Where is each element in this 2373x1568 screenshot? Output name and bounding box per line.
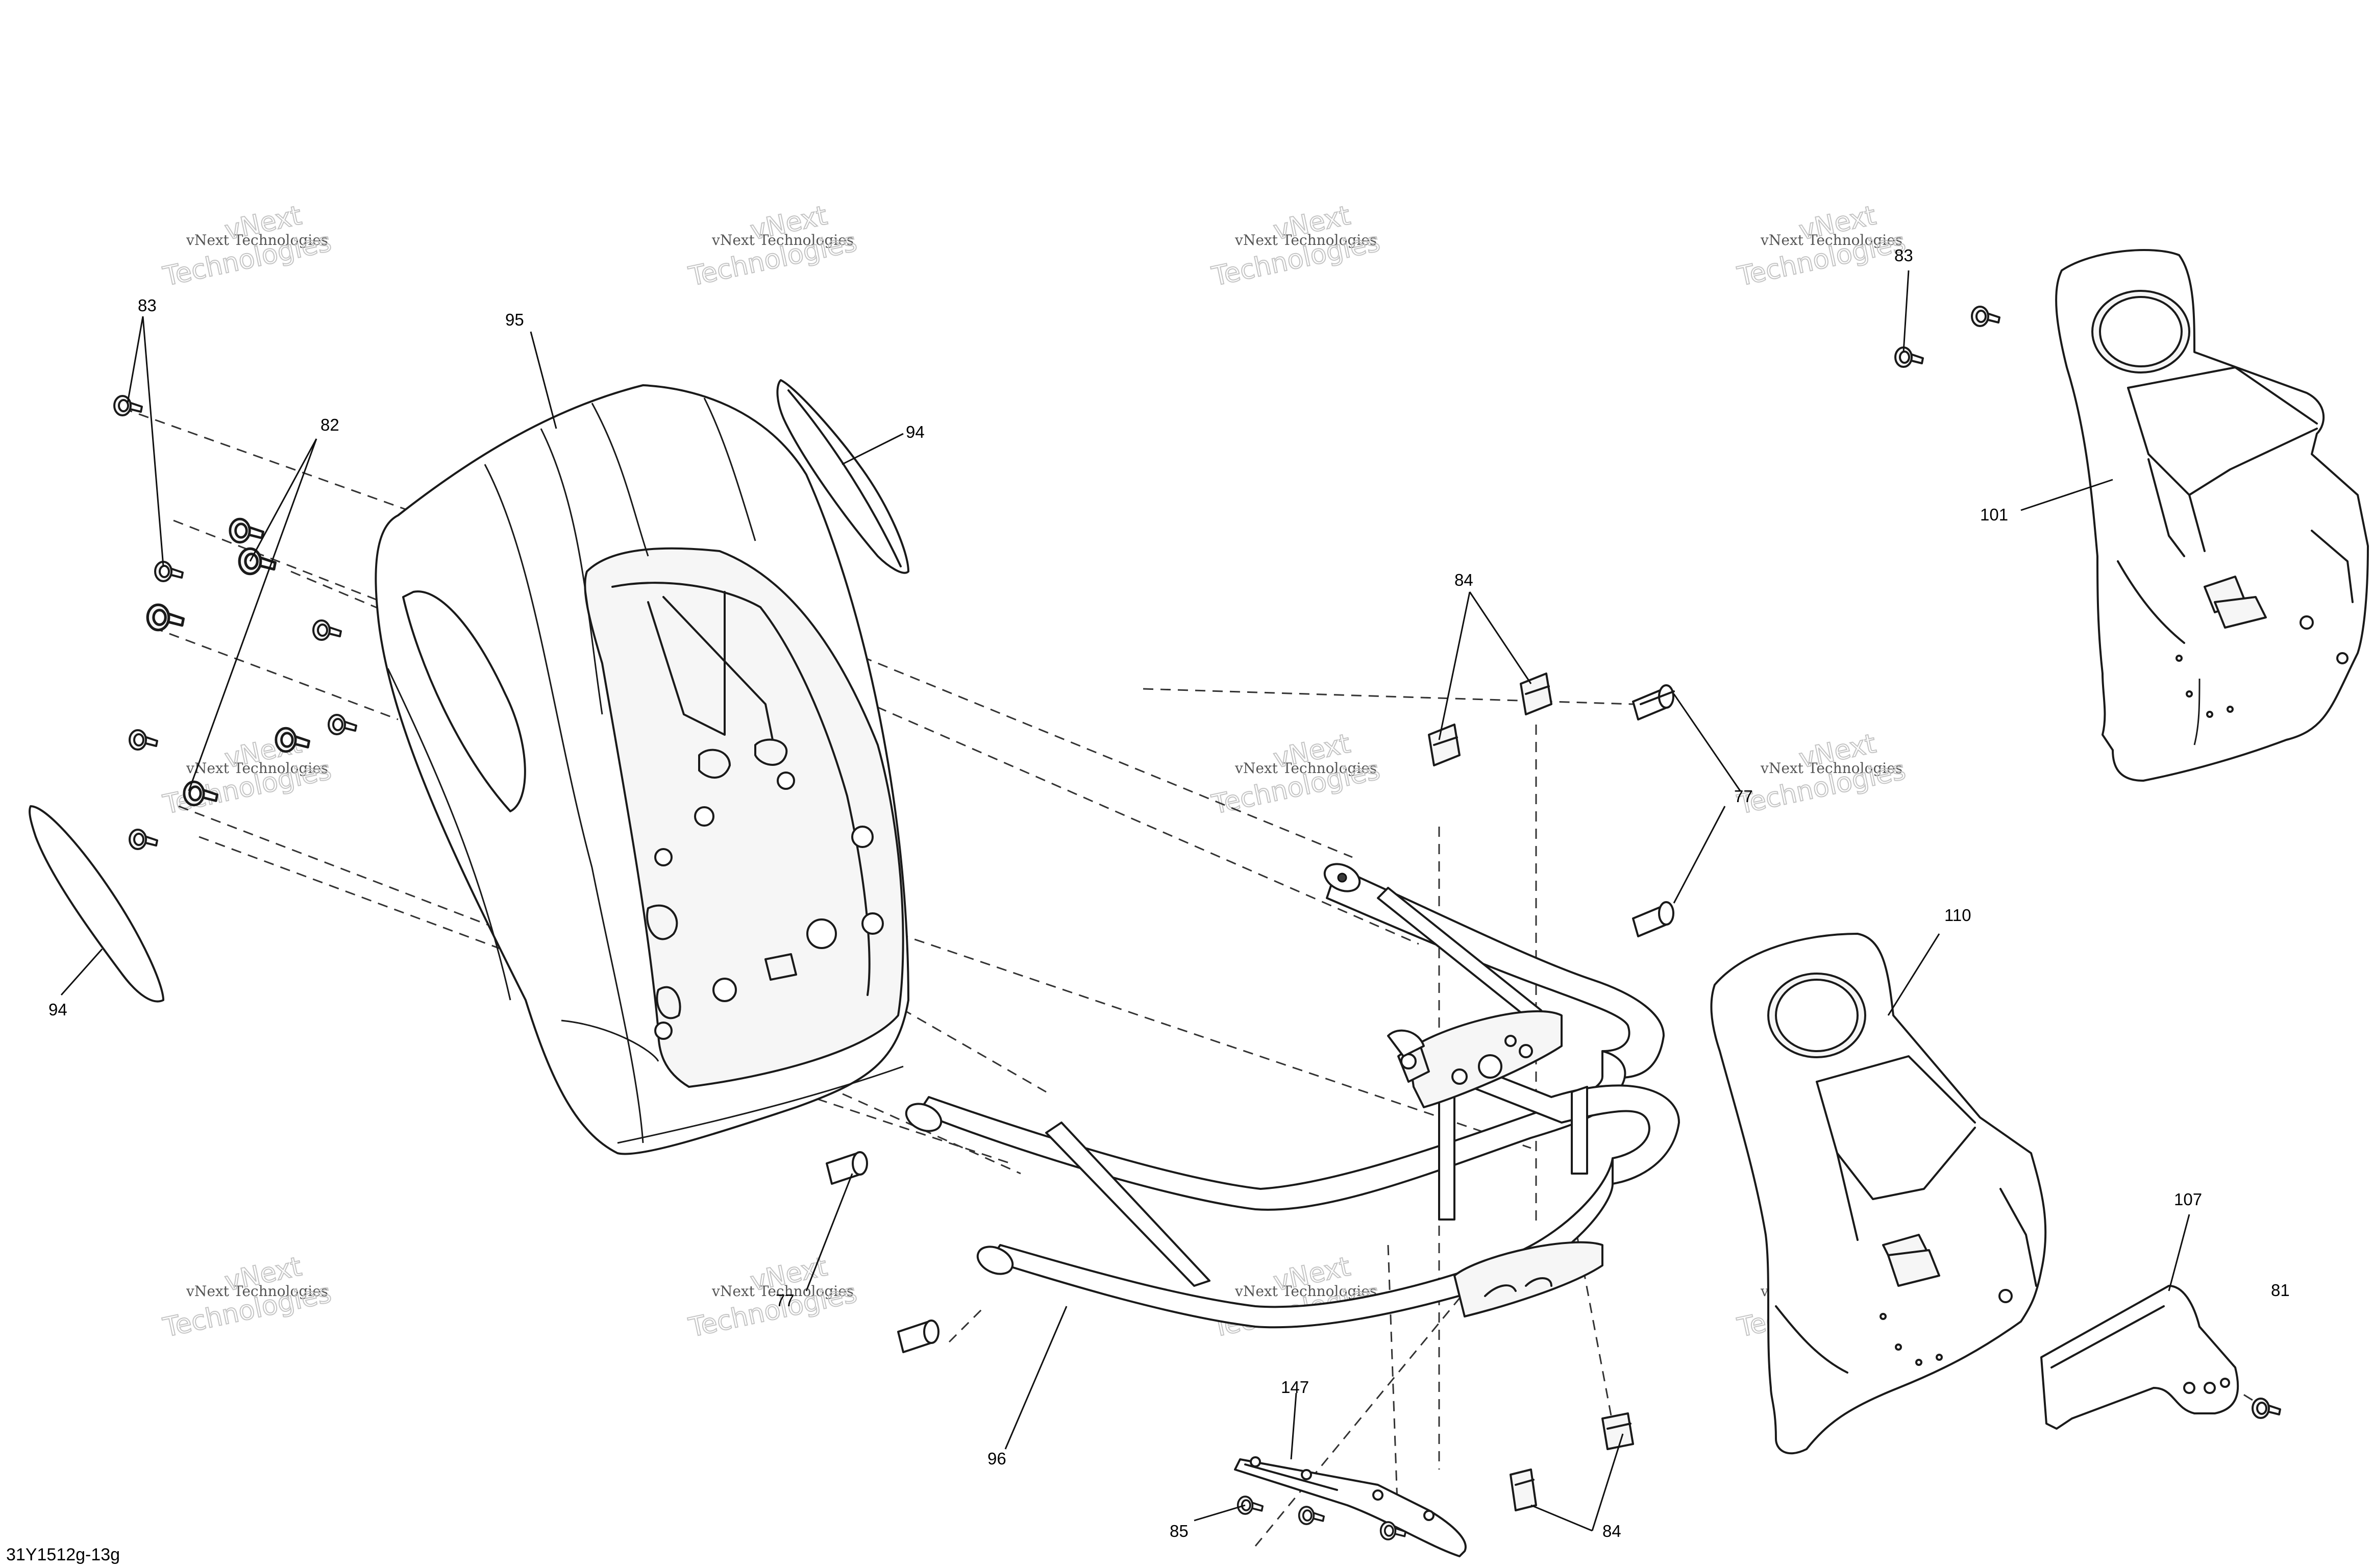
watermark: vNext Technologies vNext Technologies (160, 200, 334, 292)
svg-text:vNext Technologies: vNext Technologies (186, 232, 328, 248)
svg-text:vNext Technologies: vNext Technologies (1760, 760, 1902, 777)
clip-nut-84 (1510, 1469, 1537, 1511)
bolt-icon (328, 714, 357, 735)
svg-text:vNext Technologies: vNext Technologies (1760, 232, 1902, 248)
callout-81: 81 (2271, 1281, 2290, 1300)
bolt-icon (275, 727, 311, 753)
callout-94: 94 (906, 422, 925, 441)
svg-text:vNext Technologies: vNext Technologies (711, 232, 854, 248)
watermark: vNext Technologies vNext Technologies (685, 1251, 860, 1343)
leader-lines (60, 270, 2190, 1532)
part-95-bumper-shell (375, 384, 909, 1155)
bolt-icon (1379, 1521, 1407, 1540)
watermark: vNext Technologies vNext Technologies (1734, 728, 1909, 820)
bolt-icon (129, 729, 158, 751)
bolt-icon (238, 547, 277, 576)
callout-84: 84 (1454, 570, 1473, 589)
drawing-code: 31Y1512g-13g (6, 1545, 120, 1564)
watermark: vNext Technologies vNext Technologies (160, 1251, 334, 1343)
watermark: vNext Technologies vNext Technologies (1208, 728, 1383, 820)
part-96-tube-frame (905, 863, 1680, 1329)
callout-84: 84 (1602, 1522, 1621, 1540)
callout-147: 147 (1281, 1378, 1309, 1397)
callout-83: 83 (1894, 246, 1913, 265)
watermark: vNext Technologies vNext Technologies (1208, 200, 1383, 292)
callouts: 83 95 94 82 94 83 101 84 77 110 107 81 7… (48, 246, 2290, 1540)
bolt-icon (2252, 1398, 2281, 1419)
part-147-bracket (1234, 1456, 1467, 1557)
bolt-77-left-lower (897, 1320, 940, 1353)
bolt-icon (183, 780, 219, 807)
watermark: vNext Technologies vNext Technologies (1208, 1251, 1383, 1343)
svg-text:vNext Technologies: vNext Technologies (1234, 760, 1377, 777)
bolt-icon (129, 829, 158, 850)
part-94-lens-left (29, 805, 164, 1003)
callout-95: 95 (505, 310, 524, 329)
callout-77: 77 (776, 1291, 795, 1310)
part-110-side-panel (1710, 933, 2047, 1455)
bolt-77-mid (1632, 901, 1674, 937)
bolt-icon (1237, 1496, 1264, 1515)
bolt-icon (1971, 306, 2000, 327)
clip-nut-84 (1601, 1412, 1634, 1450)
watermark: vNext Technologies vNext Technologies (1734, 200, 1909, 292)
bolt-77-left-upper (826, 1151, 868, 1185)
bolt-icon (229, 517, 265, 544)
svg-text:vNext Technologies: vNext Technologies (1234, 1283, 1377, 1300)
watermark: vNext Technologies vNext Technologies (685, 200, 860, 292)
svg-text:vNext Technologies: vNext Technologies (186, 1283, 328, 1300)
callout-94: 94 (48, 1000, 67, 1019)
bolts (113, 306, 2281, 1540)
bolt-77-upper (1632, 684, 1675, 720)
callout-96: 96 (987, 1449, 1006, 1468)
bolt-icon (154, 561, 184, 582)
bolt-icon (312, 619, 342, 641)
bolt-icon (1894, 346, 1924, 368)
callout-107: 107 (2174, 1190, 2202, 1209)
part-107-cover-plate (2040, 1285, 2239, 1430)
clip-nut-84 (1428, 724, 1461, 766)
bolt-icon (113, 395, 143, 416)
callout-82: 82 (320, 415, 339, 434)
callout-101: 101 (1980, 505, 2008, 524)
svg-text:vNext Technologies: vNext Technologies (711, 1283, 854, 1300)
callout-85: 85 (1170, 1522, 1189, 1540)
bolt-icon (1298, 1506, 1325, 1525)
bolt-icon (146, 603, 185, 632)
svg-text:vNext Technologies: vNext Technologies (1234, 232, 1377, 248)
clip-nut-84 (1520, 673, 1552, 715)
part-101-side-panel (2055, 249, 2369, 782)
svg-text:vNext Technologies: vNext Technologies (186, 760, 328, 777)
callout-110: 110 (1944, 906, 1971, 925)
part-94-lens-top (776, 379, 909, 574)
callout-77: 77 (1734, 787, 1753, 806)
callout-83: 83 (138, 296, 157, 315)
